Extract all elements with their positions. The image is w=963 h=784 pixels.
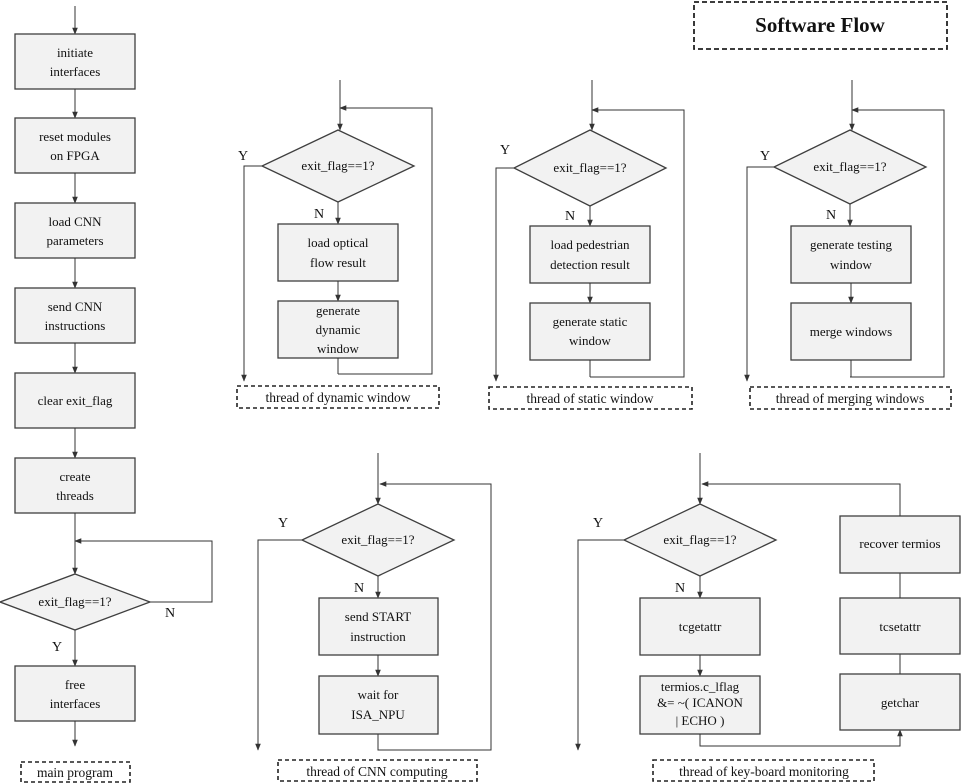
static-decision-text: exit_flag==1? xyxy=(553,160,626,175)
merge-decision-text: exit_flag==1? xyxy=(813,159,886,174)
keyboard-yes-label: Y xyxy=(593,516,603,531)
dynamic-thread-caption-text: thread of dynamic window xyxy=(265,390,410,405)
main-step-initiate-interfaces xyxy=(14,33,136,90)
cnn-step1-line1: send START xyxy=(345,609,411,624)
merge-step2-line1: merge windows xyxy=(810,324,892,339)
dynamic-yes-label: Y xyxy=(238,149,248,164)
main-program-caption xyxy=(20,761,131,783)
keyboard-monitoring-thread: exit_flag==1? Y N tcgetattr termios.c_lf… xyxy=(575,453,961,782)
keyboard-step-set-lflag xyxy=(639,675,761,735)
main-step-reset-line1: reset modules xyxy=(39,129,111,144)
keyboard-no-label: N xyxy=(675,581,685,596)
keyboard-step-getchar xyxy=(839,673,961,731)
merge-thread-caption-text: thread of merging windows xyxy=(776,391,925,406)
merge-step1-line1: generate testing xyxy=(810,237,892,252)
cnn-no-label: N xyxy=(354,581,364,596)
main-step-reset-line2: on FPGA xyxy=(50,148,100,163)
dynamic-step1-line2: flow result xyxy=(310,255,366,270)
main-step-free-line1: free xyxy=(65,677,85,692)
keyboard-thread-caption xyxy=(652,759,875,782)
cnn-step1-line2: instruction xyxy=(350,629,406,644)
keyboard-decision-text: exit_flag==1? xyxy=(663,532,736,547)
main-step-send-cnn-instructions xyxy=(14,287,136,344)
main-step-reset-modules xyxy=(14,117,136,174)
dynamic-no-label: N xyxy=(314,207,324,222)
cnn-step2-line1: wait for xyxy=(358,687,399,702)
dynamic-step-load-optical-flow xyxy=(277,223,399,282)
dynamic-step-generate-dynamic-window xyxy=(277,300,399,359)
diagram-title: Software Flow xyxy=(693,1,948,50)
static-step-load-pedestrian-detection xyxy=(529,225,651,284)
cnn-step-wait-for-isa-npu xyxy=(318,675,439,735)
main-step-load-line1: load CNN xyxy=(48,214,102,229)
cnn-step2-line2: ISA_NPU xyxy=(351,707,405,722)
main-step-free-interfaces xyxy=(14,665,136,722)
static-step1-line2: detection result xyxy=(550,257,630,272)
main-program-caption-text: main program xyxy=(37,765,114,780)
cnn-decision-text: exit_flag==1? xyxy=(341,532,414,547)
keyboard-right-step3-line1: getchar xyxy=(881,695,920,710)
main-decision-no-label: N xyxy=(165,606,175,621)
merge-yes-label: Y xyxy=(760,149,770,164)
merge-thread-caption xyxy=(749,386,952,410)
static-step1-line1: load pedestrian xyxy=(550,237,630,252)
merge-step-generate-testing-window xyxy=(790,225,912,284)
main-step-initiate-line2: interfaces xyxy=(50,64,101,79)
cnn-yes-label: Y xyxy=(278,516,288,531)
static-step2-line1: generate static xyxy=(553,314,628,329)
title-text: Software Flow xyxy=(755,13,886,37)
main-step-clear-line1: clear exit_flag xyxy=(38,393,113,408)
dynamic-step2-line1: generate xyxy=(316,303,360,318)
keyboard-step2-line2: &= ~( ICANON xyxy=(657,695,743,710)
cnn-thread-caption-text: thread of CNN computing xyxy=(306,764,448,779)
static-step2-line2: window xyxy=(569,333,612,348)
merge-step-merge-windows xyxy=(790,302,912,361)
main-step-send-line2: instructions xyxy=(45,318,106,333)
cnn-step-send-start-instruction xyxy=(318,597,439,656)
main-step-load-line2: parameters xyxy=(46,233,103,248)
static-no-label: N xyxy=(565,209,575,224)
dynamic-step1-line1: load optical xyxy=(307,235,368,250)
cnn-computing-thread: exit_flag==1? Y N send START instruction… xyxy=(255,453,492,782)
static-yes-label: Y xyxy=(500,143,510,158)
dynamic-step2-line3: window xyxy=(317,341,360,356)
keyboard-right-step1-line1: recover termios xyxy=(859,536,940,551)
keyboard-step-tcsetattr xyxy=(839,597,961,655)
main-step-clear-exit-flag xyxy=(14,372,136,429)
keyboard-step-recover-termios xyxy=(839,515,961,574)
dynamic-decision-text: exit_flag==1? xyxy=(301,158,374,173)
dynamic-step2-line2: dynamic xyxy=(316,322,361,337)
main-step-create-line2: threads xyxy=(56,488,94,503)
keyboard-right-step2-line1: tcsetattr xyxy=(879,619,921,634)
keyboard-thread-caption-text: thread of key-board monitoring xyxy=(679,764,849,779)
static-window-thread: exit_flag==1? Y N load pedestrian detect… xyxy=(488,80,693,410)
main-decision-text: exit_flag==1? xyxy=(38,594,111,609)
keyboard-step1-line1: tcgetattr xyxy=(679,619,722,634)
merge-step1-line2: window xyxy=(830,257,873,272)
static-step-generate-static-window xyxy=(529,302,651,361)
main-step-send-line1: send CNN xyxy=(48,299,103,314)
cnn-thread-caption xyxy=(277,759,478,782)
main-step-create-line1: create xyxy=(59,469,90,484)
keyboard-step2-line1: termios.c_lflag xyxy=(661,679,740,694)
merge-no-label: N xyxy=(826,208,836,223)
main-decision-yes-label: Y xyxy=(52,640,62,655)
main-step-initiate-line1: initiate xyxy=(57,45,93,60)
static-thread-caption xyxy=(488,386,693,410)
keyboard-step2-line3: | ECHO ) xyxy=(676,713,725,728)
main-step-create-threads xyxy=(14,457,136,514)
keyboard-step-tcgetattr xyxy=(639,597,761,656)
main-step-load-cnn-parameters xyxy=(14,202,136,259)
merging-windows-thread: exit_flag==1? Y N generate testing windo… xyxy=(744,80,952,410)
dynamic-window-thread: exit_flag==1? Y N load optical flow resu… xyxy=(236,80,440,409)
main-program-flow: initiate interfaces reset modules on FPG… xyxy=(0,6,213,783)
static-thread-caption-text: thread of static window xyxy=(526,391,653,406)
dynamic-thread-caption xyxy=(236,385,440,409)
main-step-free-line2: interfaces xyxy=(50,696,101,711)
